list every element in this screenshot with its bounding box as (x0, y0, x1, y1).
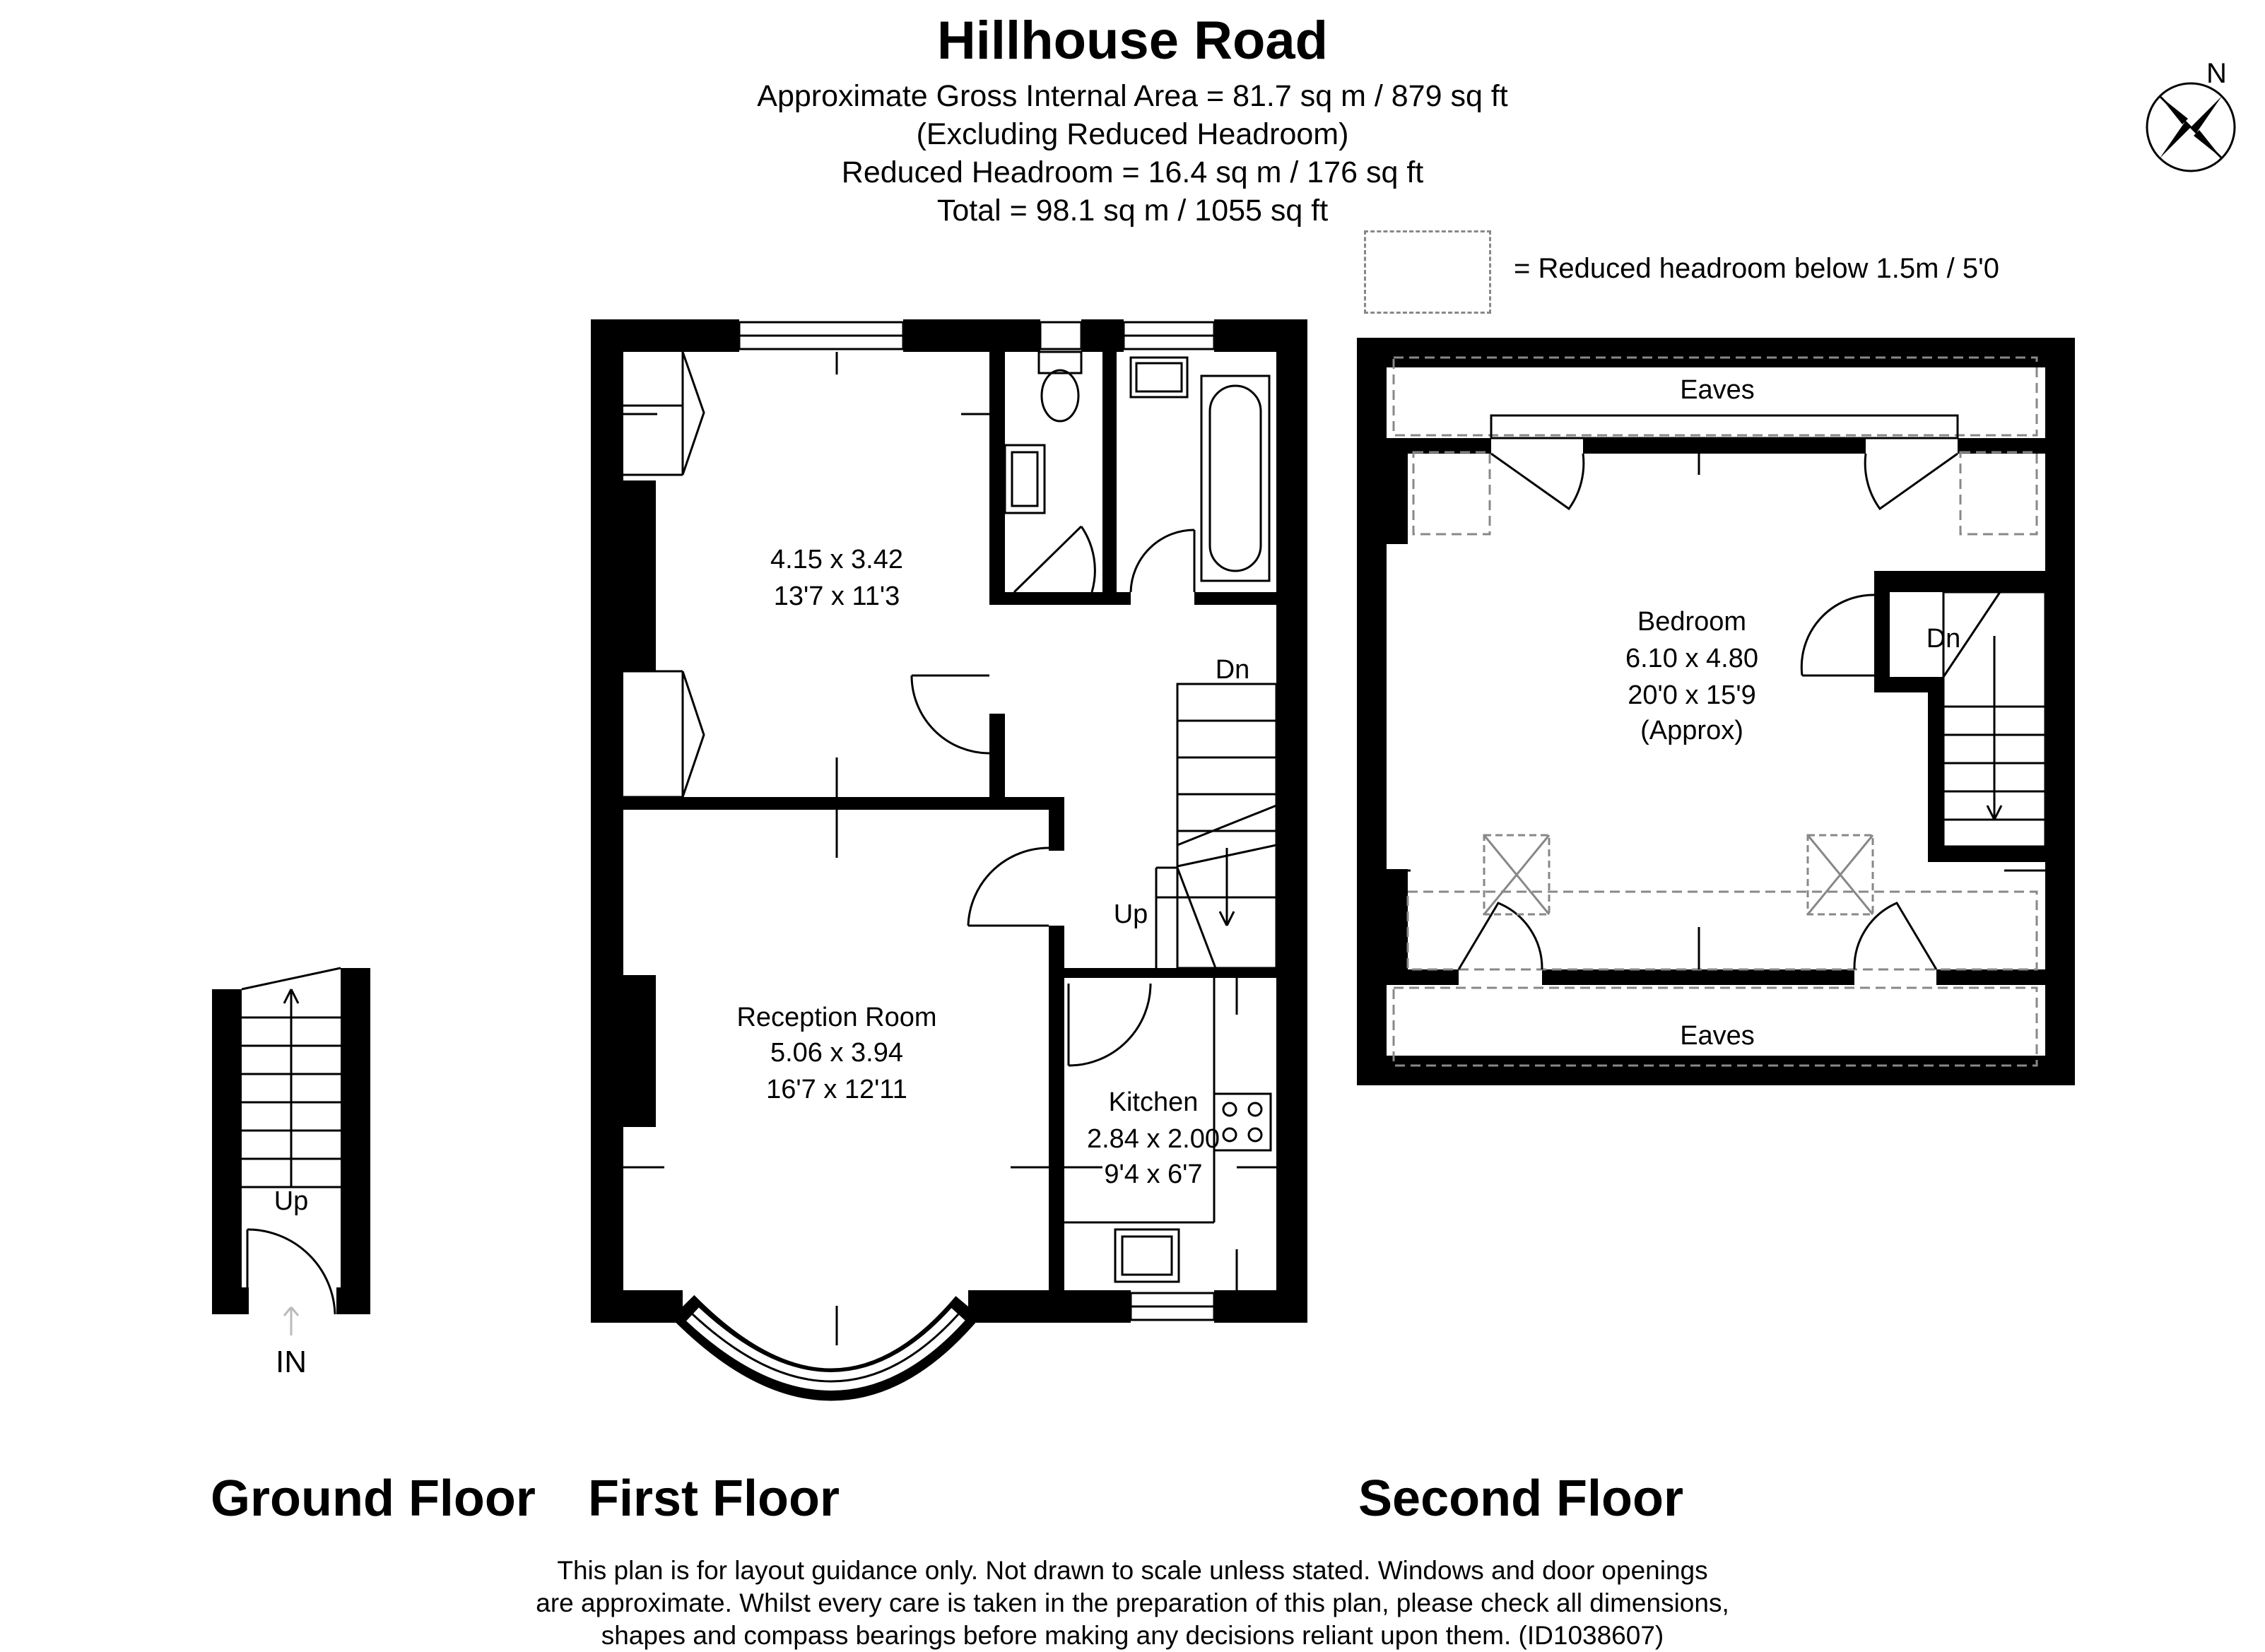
first-kitchen-wall-top-2 (1142, 968, 1276, 978)
first-partition-3 (1049, 797, 1064, 851)
first-partition-1 (623, 797, 1061, 810)
first-wall-bottom-3 (1214, 1290, 1307, 1323)
north-label: N (2206, 58, 2227, 89)
first-stair-up-label: Up (1114, 899, 1148, 929)
reception-metric: 5.06 x 3.94 (770, 1038, 903, 1068)
first-kitchen-wall-left (1049, 926, 1064, 1290)
first-wall-left (591, 319, 623, 1323)
total-area: Total = 98.1 sq m / 1055 sq ft (936, 194, 1329, 228)
kitchen-metric: 2.84 x 2.00 (1087, 1124, 1220, 1154)
second-stair-wall-left (1874, 571, 1890, 684)
second-eaves-bottom-zone (1392, 986, 2038, 1067)
first-bath-wall-bottom-2 (1194, 592, 1276, 605)
gross-internal-area: Approximate Gross Internal Area = 81.7 s… (757, 79, 1508, 113)
reduced-headroom-area: Reduced Headroom = 16.4 sq m / 176 sq ft (841, 155, 1424, 189)
ground-wall-right (341, 968, 370, 1314)
first-wall-bottom-2 (968, 1290, 1131, 1323)
eaves-top-label: Eaves (1680, 375, 1755, 405)
first-wc-bath-wall (1102, 352, 1117, 605)
reduced-headroom-swatch (1364, 230, 1491, 314)
first-chimney-2 (623, 975, 656, 1127)
reception-imperial: 16'7 x 12'11 (766, 1075, 907, 1104)
disclaimer-line-1: This plan is for layout guidance only. N… (557, 1556, 1708, 1585)
legend-text: = Reduced headroom below 1.5m / 5'0 (1514, 253, 1999, 284)
reception-name: Reception Room (736, 1003, 936, 1032)
second-stair-wall-bottom (1928, 846, 2045, 862)
second-stair-wall-inner (1928, 677, 1943, 862)
first-wall-top-2 (903, 319, 1040, 352)
first-partition-2 (996, 797, 1061, 808)
ground-wall-bottom-right (336, 1287, 370, 1314)
second-chimney-2 (1357, 869, 1408, 969)
first-wc-wall-bottom (989, 592, 1102, 605)
second-eaves-top-zone (1392, 356, 2038, 437)
first-wall-top-3 (1081, 319, 1124, 352)
ground-floor-label: Ground Floor (211, 1470, 536, 1527)
first-bedroom-metric: 4.15 x 3.42 (770, 545, 903, 574)
entrance-label: IN (276, 1345, 307, 1379)
ground-stair-label: Up (274, 1186, 309, 1216)
first-wall-bottom-1 (591, 1290, 683, 1323)
disclaimer: This plan is for layout guidance only. N… (0, 1554, 2265, 1652)
first-bath-wall-bottom-1 (1102, 592, 1131, 605)
second-bedroom-metric: 6.10 x 4.80 (1625, 644, 1758, 673)
eaves-bottom-label: Eaves (1680, 1021, 1755, 1051)
second-stair-wall-mid (1874, 677, 1943, 692)
second-wall-right (2045, 338, 2075, 1085)
second-bedroom-imperial: 20'0 x 15'9 (1628, 680, 1755, 710)
second-bedroom-name: Bedroom (1637, 607, 1746, 637)
ground-wall-bottom-left (212, 1287, 249, 1314)
area-exclusion-note: (Excluding Reduced Headroom) (916, 117, 1349, 151)
disclaimer-line-3: shapes and compass bearings before makin… (601, 1621, 1664, 1650)
disclaimer-line-2: are approximate. Whilst every care is ta… (536, 1588, 1729, 1617)
second-wall-top (1357, 338, 2075, 367)
second-bedroom-note: (Approx) (1640, 716, 1743, 745)
second-floor-label: Second Floor (1358, 1470, 1684, 1527)
first-bedroom-wall-1 (989, 352, 1005, 592)
kitchen-imperial: 9'4 x 6'7 (1104, 1160, 1202, 1189)
second-chimney-1 (1357, 452, 1408, 544)
first-stair-down-label: Dn (1216, 655, 1250, 685)
first-floor-label: First Floor (588, 1470, 840, 1527)
ground-wall-left (212, 989, 242, 1314)
first-chimney-1 (623, 480, 656, 671)
second-wall-bottom (1357, 1056, 2075, 1085)
first-bedroom-imperial: 13'7 x 11'3 (774, 582, 900, 611)
plan-title: Hillhouse Road (936, 11, 1329, 71)
first-bedroom-wall-2 (989, 714, 1005, 810)
first-wall-right (1276, 319, 1307, 1323)
second-stair-wall-top (1874, 571, 2045, 592)
kitchen-name: Kitchen (1109, 1087, 1199, 1117)
second-stair-down-label: Dn (1926, 624, 1961, 654)
compass-icon (2146, 82, 2236, 172)
first-kitchen-wall-top (1064, 968, 1142, 978)
